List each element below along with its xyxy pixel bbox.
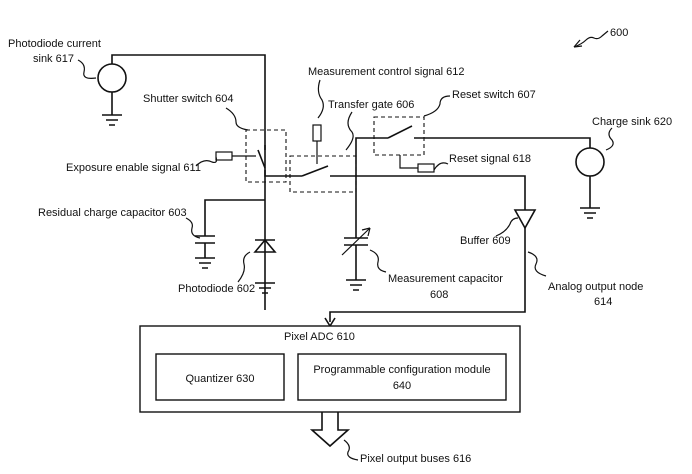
svg-text:Quantizer 630: Quantizer 630 — [185, 373, 254, 385]
measurement-capacitor: Measurement capacitor 608 — [341, 176, 503, 301]
svg-text:Residual charge capacitor 603: Residual charge capacitor 603 — [38, 207, 187, 219]
svg-text:sink 617: sink 617 — [33, 53, 74, 65]
svg-text:Charge sink 620: Charge sink 620 — [592, 116, 672, 128]
reset-switch: Reset switch 607 — [355, 89, 591, 176]
programmable-configuration-module-block: Programmable configuration module 640 — [297, 353, 507, 401]
svg-text:Measurement capacitor: Measurement capacitor — [388, 273, 503, 285]
svg-text:Shutter switch 604: Shutter switch 604 — [143, 93, 234, 105]
svg-text:Photodiode current: Photodiode current — [8, 38, 101, 50]
photodiode-current-sink: Photodiode current sink 617 — [8, 38, 266, 310]
svg-text:Pixel output buses 616: Pixel output buses 616 — [360, 453, 471, 465]
photodiode: Photodiode 602 — [178, 238, 277, 295]
figure-number: 600 — [573, 27, 628, 48]
measurement-control-signal: Measurement control signal 612 — [308, 66, 465, 164]
svg-text:Exposure enable signal 611: Exposure enable signal 611 — [66, 162, 201, 174]
svg-text:Analog output node: Analog output node — [548, 281, 643, 293]
reset-signal: Reset signal 618 — [399, 153, 531, 173]
svg-text:Reset switch 607: Reset switch 607 — [452, 89, 536, 101]
charge-sink: Charge sink 620 — [575, 116, 672, 219]
svg-text:Reset signal 618: Reset signal 618 — [449, 153, 531, 165]
svg-text:600: 600 — [610, 27, 628, 39]
svg-text:614: 614 — [594, 296, 612, 308]
pixel-adc-block: Pixel ADC 610 Quantizer 630 Programmable… — [139, 325, 521, 413]
svg-text:Programmable configuration mod: Programmable configuration module — [313, 364, 490, 376]
svg-text:Measurement control signal 612: Measurement control signal 612 — [308, 66, 465, 78]
svg-text:640: 640 — [393, 380, 411, 392]
buffer: Buffer 609 — [324, 209, 537, 328]
svg-text:Photodiode 602: Photodiode 602 — [178, 283, 255, 295]
shutter-switch: Shutter switch 604 — [143, 93, 290, 183]
pixel-output-buses: Pixel output buses 616 — [309, 412, 471, 465]
residual-charge-capacitor: Residual charge capacitor 603 — [38, 199, 265, 269]
svg-text:Transfer gate 606: Transfer gate 606 — [328, 99, 414, 111]
svg-text:608: 608 — [430, 289, 448, 301]
svg-text:Pixel ADC 610: Pixel ADC 610 — [284, 331, 355, 343]
svg-text:Buffer 609: Buffer 609 — [460, 235, 511, 247]
exposure-enable-signal: Exposure enable signal 611 — [66, 151, 256, 174]
analog-output-node: Analog output node 614 — [527, 251, 643, 308]
quantizer-block: Quantizer 630 — [155, 353, 285, 401]
